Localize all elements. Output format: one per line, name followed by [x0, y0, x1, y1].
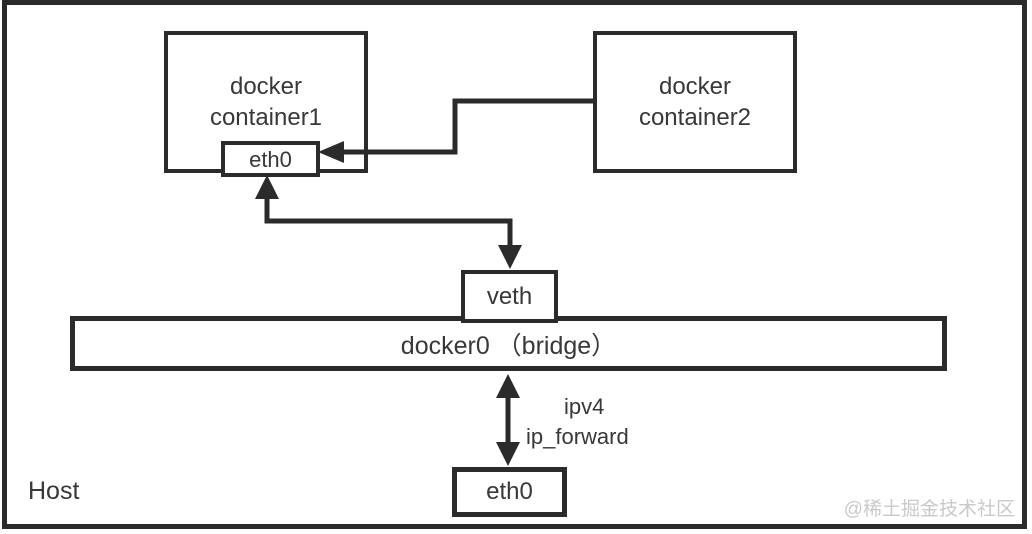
- docker0-bridge-label: docker0 （bridge）: [400, 331, 617, 360]
- eth0-host-box: eth0: [452, 467, 567, 517]
- eth0-host-label: eth0: [486, 478, 533, 505]
- watermark-text: @稀土掘金技术社区: [843, 499, 1015, 520]
- veth-label: veth: [486, 282, 533, 310]
- host-label: Host: [28, 477, 80, 505]
- docker-container1-label-line2: container1: [209, 104, 323, 131]
- ipv4-label: ipv4: [564, 394, 605, 419]
- ip-forward-label: ip_forward: [526, 424, 629, 449]
- docker0-bridge-bar: docker0 （bridge）: [70, 316, 947, 371]
- docker-container2-box: docker container2: [593, 31, 797, 173]
- docker-container1-label-line1: docker: [229, 73, 303, 100]
- docker-container2-label-line1: docker: [658, 73, 732, 100]
- docker-container1-label: docker container1: [210, 71, 322, 133]
- docker-container2-label-line2: container2: [638, 104, 752, 131]
- veth-box: veth: [461, 270, 558, 323]
- docker-container1-box: docker container1 eth0: [164, 31, 368, 177]
- eth0-container1-label: eth0: [249, 146, 292, 172]
- docker-container2-label: docker container2: [639, 71, 751, 133]
- eth0-container1-box: eth0: [221, 141, 320, 177]
